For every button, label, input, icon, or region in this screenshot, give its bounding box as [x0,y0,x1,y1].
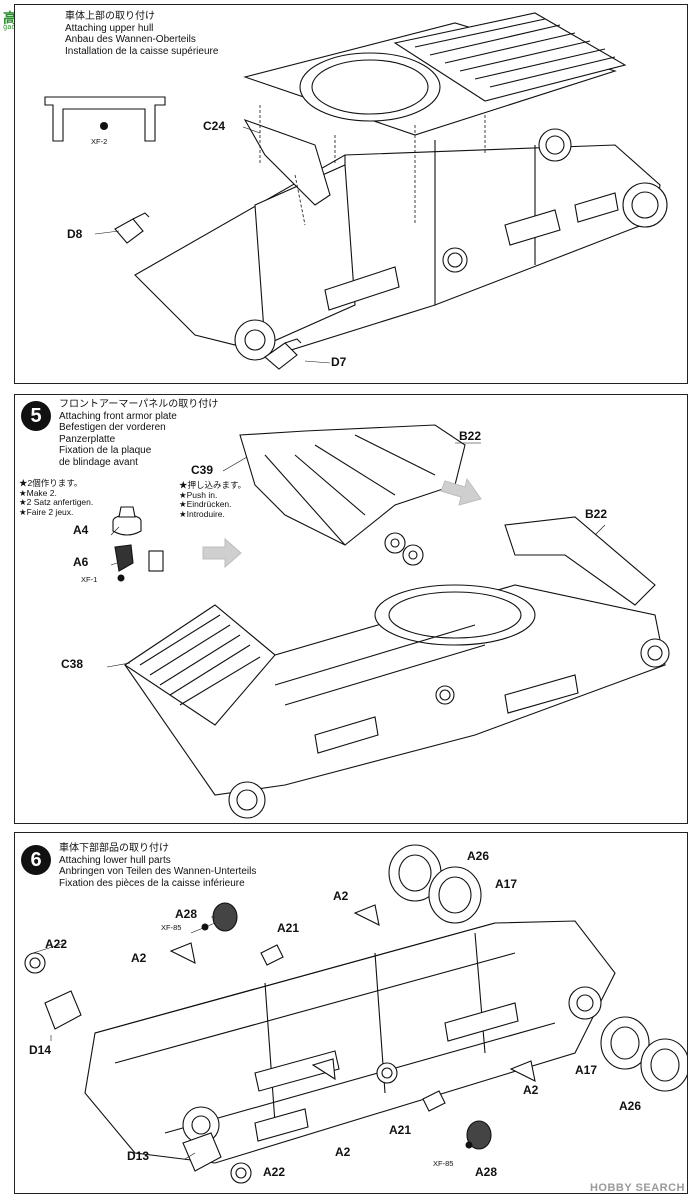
step-5-title-fr-1: Fixation de la plaque [59,445,152,456]
step-6-title-de: Anbringen von Teilen des Wannen-Untertei… [59,866,257,877]
part-a26-right-label: A26 [619,1099,642,1113]
part-a17-right-label: A17 [575,1063,598,1077]
step-4-title-en: Attaching upper hull [65,22,154,34]
make-two-de: ★2 Satz anfertigen. [19,497,94,507]
step-5-panel: 5 フロントアーマーパネルの取り付け Attaching front armor… [14,394,688,824]
push-in-note: ★押し込みます。 ★Push in. ★Eindrücken. ★Introdu… [179,480,247,519]
step-6-title-en: Attaching lower hull parts [59,854,171,866]
part-a22-bottom-label: A22 [263,1165,286,1179]
paint-dot [100,122,108,130]
part-a28-bottom-label: A28 [475,1165,498,1179]
upper-hull-diagram [44,12,668,370]
step-6-title-fr: Fixation des pièces de la caisse inférie… [59,877,245,889]
step-4-title-jp: 車体上部の取り付け [65,11,155,22]
part-a21-top-label: A21 [277,921,300,935]
paint-xf85-bottom-label: XF-85 [433,1159,454,1168]
step-5-number: 5 [21,401,51,431]
make-two-fr: ★Faire 2 jeux. [19,506,74,517]
part-a2-bottom-label: A2 [335,1145,351,1159]
part-b22-upper-label: B22 [459,429,482,443]
step-5-title-de-2: Panzerplatte [59,433,116,445]
paint-xf1-label: XF-1 [81,575,98,584]
part-a2-top-label: A2 [333,889,349,903]
step-4-title: 車体上部の取り付け Attaching upper hull Anbau des… [65,11,218,57]
push-in-jp: ★押し込みます。 [179,480,247,490]
part-a26-top-label: A26 [467,849,490,863]
push-in-fr: ★Introduire. [179,508,225,519]
part-a4-label: A4 [73,523,89,537]
part-a21-bottom-label: A21 [389,1123,412,1137]
make-two-en: ★Make 2. [19,487,57,498]
part-c24-label: C24 [203,119,226,133]
step-4-panel: 車体上部の取り付け Attaching upper hull Anbau des… [14,4,688,384]
part-d8-label: D8 [67,227,83,241]
part-c39-label: C39 [191,463,214,477]
hobby-search-logo: HOBBY SEARCH [589,1182,685,1194]
step-4-title-de: Anbau des Wannen-Oberteils [65,34,196,45]
step-5-title-jp: フロントアーマーパネルの取り付け [59,399,219,410]
part-d7-label: D7 [331,355,347,369]
lower-hull-diagram [24,844,687,1184]
front-armor-diagram [106,424,670,819]
step-6-panel: 6 車体下部部品の取り付け Attaching lower hull parts… [14,832,688,1194]
part-a28-top-label: A28 [175,907,198,921]
part-a2-right-label: A2 [523,1083,539,1097]
part-b22-lower-label: B22 [585,507,608,521]
paint-xf2-label: XF-2 [91,137,108,146]
step-5-title-de-1: Befestigen der vorderen [59,422,166,433]
step-5-title-en: Attaching front armor plate [59,410,177,422]
step-5-title-fr-2: de blindage avant [59,456,138,468]
step-5-title: フロントアーマーパネルの取り付け Attaching front armor p… [59,399,218,468]
part-c38-label: C38 [61,657,84,671]
part-d13-label: D13 [127,1149,150,1163]
paint-xf85-top-label: XF-85 [161,923,182,932]
part-a22-top-label: A22 [45,937,68,951]
part-a2-left-label: A2 [131,951,147,965]
step-4-title-fr: Installation de la caisse supérieure [65,45,219,57]
step-6-title: 車体下部部品の取り付け Attaching lower hull parts A… [59,843,256,889]
part-a6-label: A6 [73,555,89,569]
step-6-number: 6 [21,845,51,875]
make-two-note: ★2個作ります。 ★Make 2. ★2 Satz anfertigen. ★F… [19,478,94,517]
push-in-en: ★Push in. [179,489,218,500]
make-two-jp: ★2個作ります。 [19,478,83,488]
part-d14-label: D14 [29,1043,52,1057]
step-6-title-jp: 車体下部部品の取り付け [59,843,169,854]
push-in-de: ★Eindrücken. [179,499,232,509]
part-a17-top-label: A17 [495,877,518,891]
